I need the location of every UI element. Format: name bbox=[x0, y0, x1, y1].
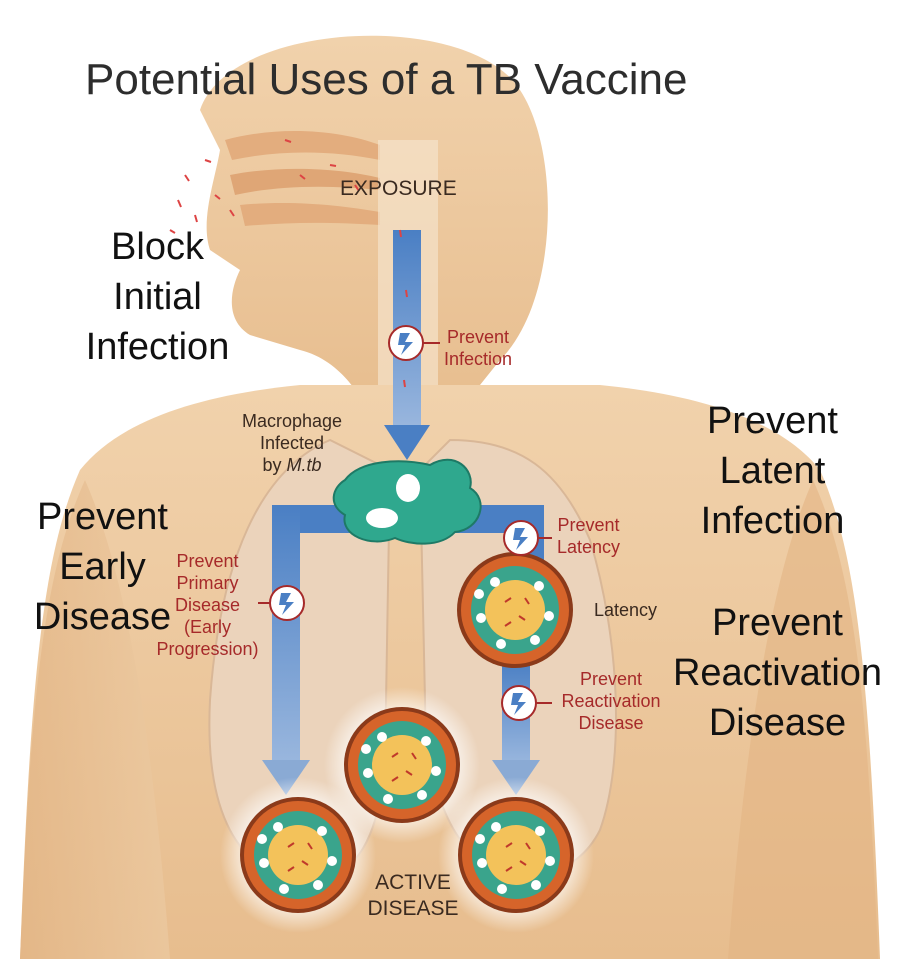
prevent-reactivation-disease-label: Prevent Reactivation Disease bbox=[556, 668, 666, 734]
goal-prevent-early-disease: Prevent Early Disease bbox=[15, 492, 190, 642]
prevent-infection-label: Prevent Infection bbox=[444, 326, 512, 370]
page-title: Potential Uses of a TB Vaccine bbox=[85, 55, 687, 105]
goal-block-initial-infection: Block Initial Infection bbox=[70, 222, 245, 372]
goal-prevent-latent-infection: Prevent Latent Infection bbox=[680, 396, 865, 546]
macrophage-organism: M.tb bbox=[287, 455, 322, 475]
exposure-label: EXPOSURE bbox=[340, 176, 457, 202]
macrophage-label: Macrophage Infected by M.tb bbox=[232, 410, 352, 476]
prevent-latency-label: Prevent Latency bbox=[557, 514, 620, 558]
prevent-primary-disease-marker bbox=[270, 586, 304, 620]
active-disease-label: ACTIVE DISEASE bbox=[358, 870, 468, 922]
latency-label: Latency bbox=[594, 599, 657, 621]
prevent-latency-marker bbox=[504, 521, 538, 555]
goal-prevent-reactivation-disease: Prevent Reactivation Disease bbox=[660, 598, 895, 748]
prevent-reactivation-marker bbox=[502, 686, 536, 720]
prevent-infection-marker bbox=[389, 326, 423, 360]
